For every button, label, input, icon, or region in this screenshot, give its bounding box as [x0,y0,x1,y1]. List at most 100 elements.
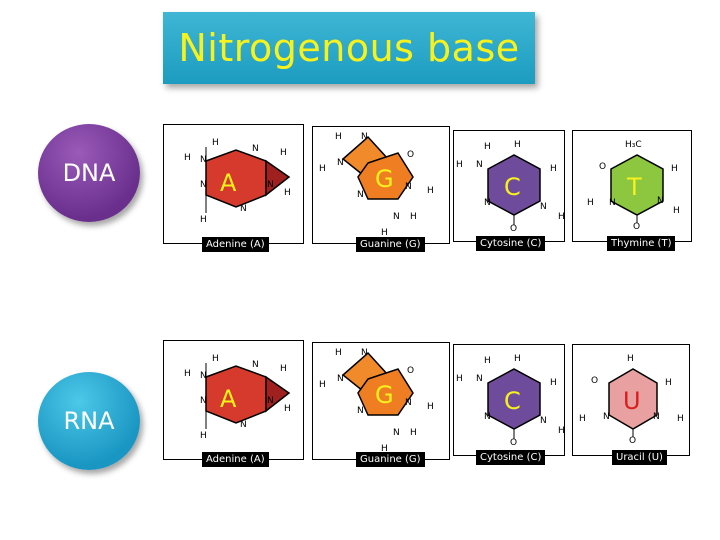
atom-n: N [393,428,400,438]
atom-h: H [284,404,291,414]
label-guanine: Guanine (G) [356,452,425,467]
atom-o: O [599,162,606,172]
atom-h: H [280,148,287,158]
atom-o: O [591,376,598,386]
atom-n: N [609,198,616,208]
atom-n: N [484,412,491,422]
atom-h: H [677,414,684,424]
atom-h: H [665,378,672,388]
atom-h: H [212,138,219,148]
atom-h: H [579,414,586,424]
atom-n: N [657,196,664,206]
atom-h: H [514,140,521,150]
atom-n: N [540,202,547,212]
atom-h: H [558,212,564,222]
atom-h: H [484,356,491,366]
atom-n: N [393,212,400,222]
atom-n: N [337,374,344,384]
thymine-structure: H₃C O O N N H H H T [587,140,680,232]
atom-n: N [476,160,483,170]
atom-h: H [514,354,521,364]
atom-h: H [200,431,207,441]
cytosine-structure: N N N O H H H H H C [456,140,564,234]
atom-n: N [357,190,364,200]
label-adenine: Adenine (A) [202,452,269,467]
panel-dna-cytosine: N N N O H H H H H C [453,130,565,242]
atom-h: H [335,132,342,142]
uracil-structure: H O O N N H H H U [579,354,684,446]
rna-circle: RNA [38,372,140,470]
atom-n: N [337,158,344,168]
atom-o: O [629,436,636,446]
atom-o: O [510,438,517,448]
atom-h: H [410,428,417,438]
base-letter: T [626,173,642,201]
atom-h: H [671,164,678,174]
base-letter: G [375,381,394,409]
atom-n: N [240,420,247,430]
atom-n: N [357,406,364,416]
atom-h: H [587,198,594,208]
atom-h: H [427,186,434,196]
dna-circle: DNA [38,124,140,222]
atom-n: N [476,374,483,384]
atom-h: H [484,142,491,152]
panel-dna-guanine: N N N N N O H H H H H G [312,126,450,244]
label-adenine: Adenine (A) [202,237,269,252]
atom-n: N [200,155,207,165]
atom-n: N [240,204,247,214]
title-banner: Nitrogenous base [163,12,535,84]
atom-h: H [212,354,219,364]
atom-h3c: H₃C [625,140,642,150]
panel-rna-guanine: N N N N N O H H H H H G [312,342,450,460]
atom-n: N [267,396,274,406]
atom-h: H [280,364,287,374]
atom-h: H [381,228,388,238]
panel-rna-cytosine: N N N O H H H H H C [453,344,565,456]
guanine-structure: N N N N N O H H H H H G [319,348,434,454]
atom-h: H [200,215,207,225]
atom-n: N [361,132,368,142]
atom-h: H [550,164,557,174]
atom-o: O [510,224,517,234]
adenine-structure: N N N N N H H H H H A [184,354,291,441]
base-letter: G [375,165,394,193]
base-letter: A [220,169,237,197]
atom-n: N [200,371,207,381]
atom-o: O [407,366,414,376]
atom-n: N [267,180,274,190]
adenine-structure: N N N N N H H H H H A [184,138,291,225]
atom-h: H [550,378,557,388]
atom-h: H [184,369,191,379]
atom-h: H [673,206,680,216]
atom-n: N [252,360,259,370]
page-title: Nitrogenous base [178,26,520,70]
atom-n: N [405,398,412,408]
cytosine-structure: N N N O H H H H H C [456,354,564,448]
atom-h: H [381,444,388,454]
atom-o: O [407,150,414,160]
atom-h: H [319,164,326,174]
panel-rna-uracil: H O O N N H H H U [572,344,690,456]
atom-h: H [284,188,291,198]
label-guanine: Guanine (G) [356,237,425,252]
atom-h: H [427,402,434,412]
atom-h: H [410,212,417,222]
atom-h: H [456,160,463,170]
atom-n: N [200,396,207,406]
atom-h: H [627,354,634,364]
atom-n: N [252,144,259,154]
base-letter: C [504,387,521,415]
base-letter: C [504,173,521,201]
atom-h: H [456,374,463,384]
atom-n: N [200,180,207,190]
dna-label: DNA [62,159,116,187]
base-letter: U [623,387,641,415]
atom-n: N [540,416,547,426]
atom-n: N [361,348,368,358]
atom-n: N [405,182,412,192]
panel-dna-adenine: N N N N N H H H H H A [163,124,304,244]
atom-n: N [484,198,491,208]
atom-h: H [558,426,564,436]
rna-label: RNA [63,407,115,435]
